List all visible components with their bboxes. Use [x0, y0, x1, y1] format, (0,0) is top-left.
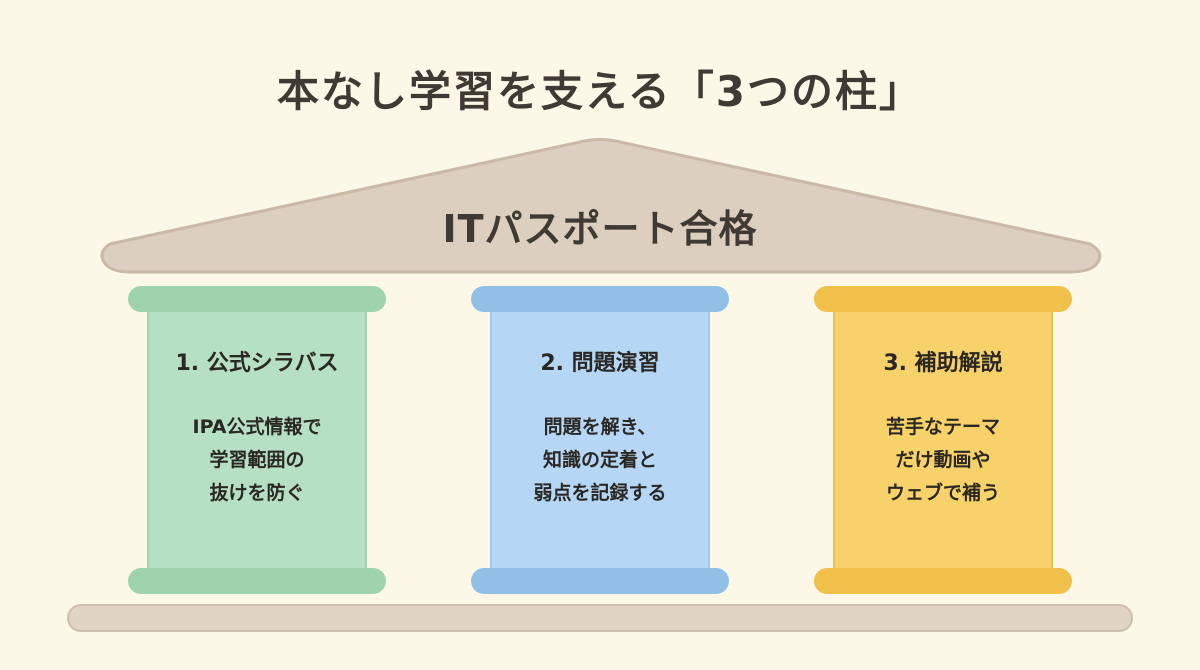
pillar-3: [814, 286, 1072, 594]
pillar-2-line-2: 知識の定着と: [542, 449, 657, 471]
pillar-3-text: 3. 補助解説 苦手なテーマ だけ動画や ウェブで補う: [813, 345, 1073, 510]
pillar-1-heading: 1. 公式シラバス: [175, 351, 339, 376]
pillar-2-bottom-cap: [471, 568, 729, 594]
pillar-1-text: 1. 公式シラバス IPA公式情報で 学習範囲の 抜けを防ぐ: [127, 345, 387, 510]
pillar-1-top-cap: [128, 286, 386, 312]
pillar-3-heading: 3. 補助解説: [883, 351, 1003, 376]
pillar-3-line-1: 苦手なテーマ: [885, 416, 1000, 438]
pillar-2-shaft: [490, 305, 710, 575]
pillar-3-description: 苦手なテーマ だけ動画や ウェブで補う: [813, 411, 1073, 510]
pillar-3-line-3: ウェブで補う: [885, 482, 1000, 504]
pillar-2-heading: 2. 問題演習: [540, 351, 660, 376]
roof-label: ITパスポート合格: [442, 207, 758, 251]
pillar-1-line-2: 学習範囲の: [209, 449, 305, 471]
pillar-1-shaft: [147, 305, 367, 575]
pillar-1-line-3: 抜けを防ぐ: [209, 482, 305, 504]
pillar-3-line-2: だけ動画や: [895, 449, 991, 471]
pillar-1-line-1: IPA公式情報で: [192, 416, 322, 438]
pillar-2-top-cap: [471, 286, 729, 312]
pillar-1-description: IPA公式情報で 学習範囲の 抜けを防ぐ: [127, 411, 387, 510]
pillar-2-line-3: 弱点を記録する: [533, 482, 667, 504]
pillar-3-bottom-cap: [814, 568, 1072, 594]
pillar-2-description: 問題を解き、 知識の定着と 弱点を記録する: [470, 411, 730, 510]
pillar-1: [128, 286, 386, 594]
pillar-3-top-cap: [814, 286, 1072, 312]
roof: [100, 138, 1102, 274]
pillar-2-text: 2. 問題演習 問題を解き、 知識の定着と 弱点を記録する: [470, 345, 730, 510]
pillar-1-bottom-cap: [128, 568, 386, 594]
pillar-2: [471, 286, 729, 594]
temple-base: [67, 604, 1133, 632]
page-title: 本なし学習を支える「3つの柱」: [277, 67, 923, 116]
pillar-2-line-1: 問題を解き、: [543, 416, 657, 438]
